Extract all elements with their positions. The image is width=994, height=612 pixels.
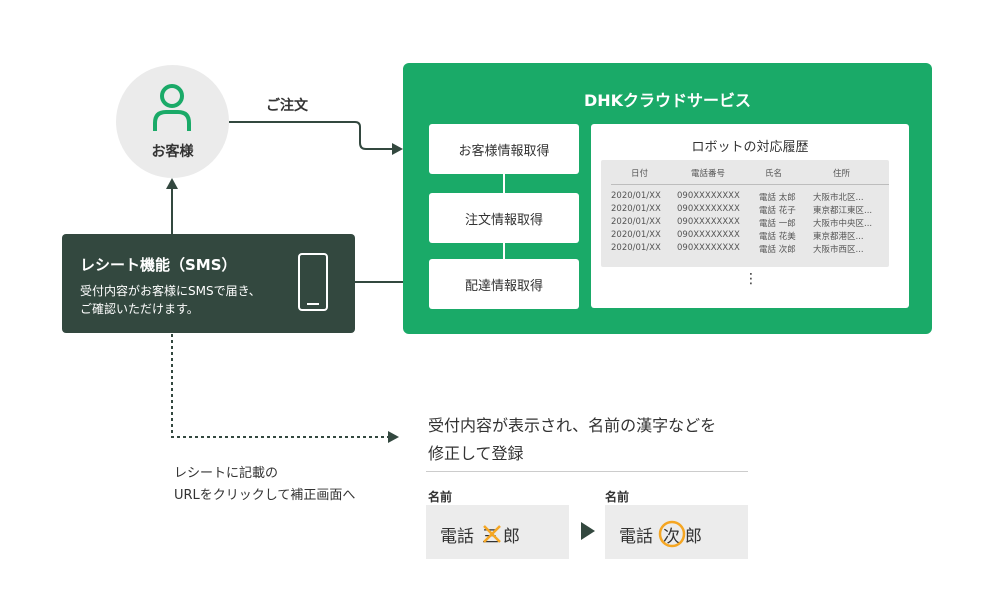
url-note: URLをクリックして補正画面へ bbox=[174, 488, 356, 503]
edit-description: 受付内容が表示され、名前の漢字などを bbox=[428, 416, 717, 435]
sms-description: ご確認いただけます。 bbox=[80, 302, 199, 316]
cross-mark-icon bbox=[483, 525, 501, 543]
table-cell: 2020/01/XX bbox=[611, 204, 661, 214]
highlight-circle-icon bbox=[658, 520, 686, 548]
name-corrected-char: 次 bbox=[663, 527, 680, 547]
table-cell: 2020/01/XX bbox=[611, 217, 661, 227]
table-cell: 2020/01/XX bbox=[611, 243, 661, 253]
smartphone-icon bbox=[298, 253, 328, 311]
table-cell: 090XXXXXXXX bbox=[677, 217, 740, 227]
name-suffix: 郎 bbox=[685, 527, 702, 547]
table-cell: 2020/01/XX bbox=[611, 191, 661, 201]
robot-history-card: ロボットの対応履歴 日付 電話番号 氏名 住所 2020/01/XX 090XX… bbox=[591, 124, 909, 308]
table-cell: 090XXXXXXXX bbox=[677, 204, 740, 214]
order-arrow bbox=[229, 121, 392, 150]
history-title: ロボットの対応履歴 bbox=[691, 140, 809, 155]
header-divider bbox=[611, 184, 889, 185]
customer-node: お客様 bbox=[116, 65, 229, 178]
more-ellipsis-icon: ⋮ bbox=[744, 271, 758, 287]
name-field-after: 電話 次 郎 bbox=[605, 505, 748, 559]
step-connector bbox=[503, 243, 505, 259]
customer-label: お客様 bbox=[151, 144, 194, 160]
table-cell: 090XXXXXXXX bbox=[677, 191, 740, 201]
url-note: レシートに記載の bbox=[174, 466, 279, 481]
table-cell: 大阪市中央区... bbox=[813, 219, 873, 229]
step-delivery-info: 配達情報取得 bbox=[429, 259, 579, 309]
step-order-info: 注文情報取得 bbox=[429, 193, 579, 243]
edit-description: 修正して登録 bbox=[428, 444, 524, 463]
table-cell: 090XXXXXXXX bbox=[677, 243, 740, 253]
table-cell: 東京都港区... bbox=[813, 232, 864, 242]
url-dashed-arrowhead bbox=[388, 431, 399, 443]
name-suffix: 郎 bbox=[503, 527, 520, 547]
table-cell: 電話 花子 bbox=[759, 206, 796, 216]
table-cell: 電話 花美 bbox=[759, 232, 796, 242]
divider bbox=[426, 471, 748, 472]
column-header: 住所 bbox=[833, 169, 851, 179]
table-cell: 2020/01/XX bbox=[611, 230, 661, 240]
order-label: ご注文 bbox=[266, 98, 308, 114]
column-header: 氏名 bbox=[765, 169, 783, 179]
sms-title: レシート機能（SMS） bbox=[80, 256, 237, 274]
name-prefix: 電話 bbox=[440, 527, 474, 547]
step-customer-info: お客様情報取得 bbox=[429, 124, 579, 174]
play-arrow-icon bbox=[581, 522, 595, 540]
name-label: 名前 bbox=[428, 490, 453, 504]
order-arrowhead bbox=[392, 143, 403, 155]
history-table: 日付 電話番号 氏名 住所 2020/01/XX 090XXXXXXXX 電話 … bbox=[601, 160, 889, 267]
table-cell: 大阪市北区... bbox=[813, 193, 864, 203]
cloud-service-panel: DHKクラウドサービス お客様情報取得 注文情報取得 配達情報取得 ロボットの対… bbox=[403, 63, 932, 334]
table-cell: 東京都江東区... bbox=[813, 206, 873, 216]
person-icon bbox=[153, 84, 191, 131]
column-header: 日付 bbox=[631, 169, 649, 179]
step-connector bbox=[503, 174, 505, 193]
name-field-before: 電話 三 郎 bbox=[426, 505, 569, 559]
table-cell: 電話 一郎 bbox=[759, 219, 796, 229]
table-cell: 電話 次郎 bbox=[759, 245, 796, 255]
sms-to-customer-arrowhead bbox=[166, 178, 178, 189]
table-cell: 大阪市西区... bbox=[813, 245, 864, 255]
name-label: 名前 bbox=[605, 490, 630, 504]
column-header: 電話番号 bbox=[691, 169, 726, 179]
url-dashed-arrow bbox=[171, 334, 388, 438]
receipt-sms-panel: レシート機能（SMS） 受付内容がお客様にSMSで届き、 ご確認いただけます。 bbox=[62, 234, 355, 333]
sms-description: 受付内容がお客様にSMSで届き、 bbox=[80, 284, 261, 298]
table-cell: 090XXXXXXXX bbox=[677, 230, 740, 240]
table-cell: 電話 太郎 bbox=[759, 193, 796, 203]
service-title: DHKクラウドサービス bbox=[583, 91, 752, 110]
name-prefix: 電話 bbox=[619, 527, 653, 547]
